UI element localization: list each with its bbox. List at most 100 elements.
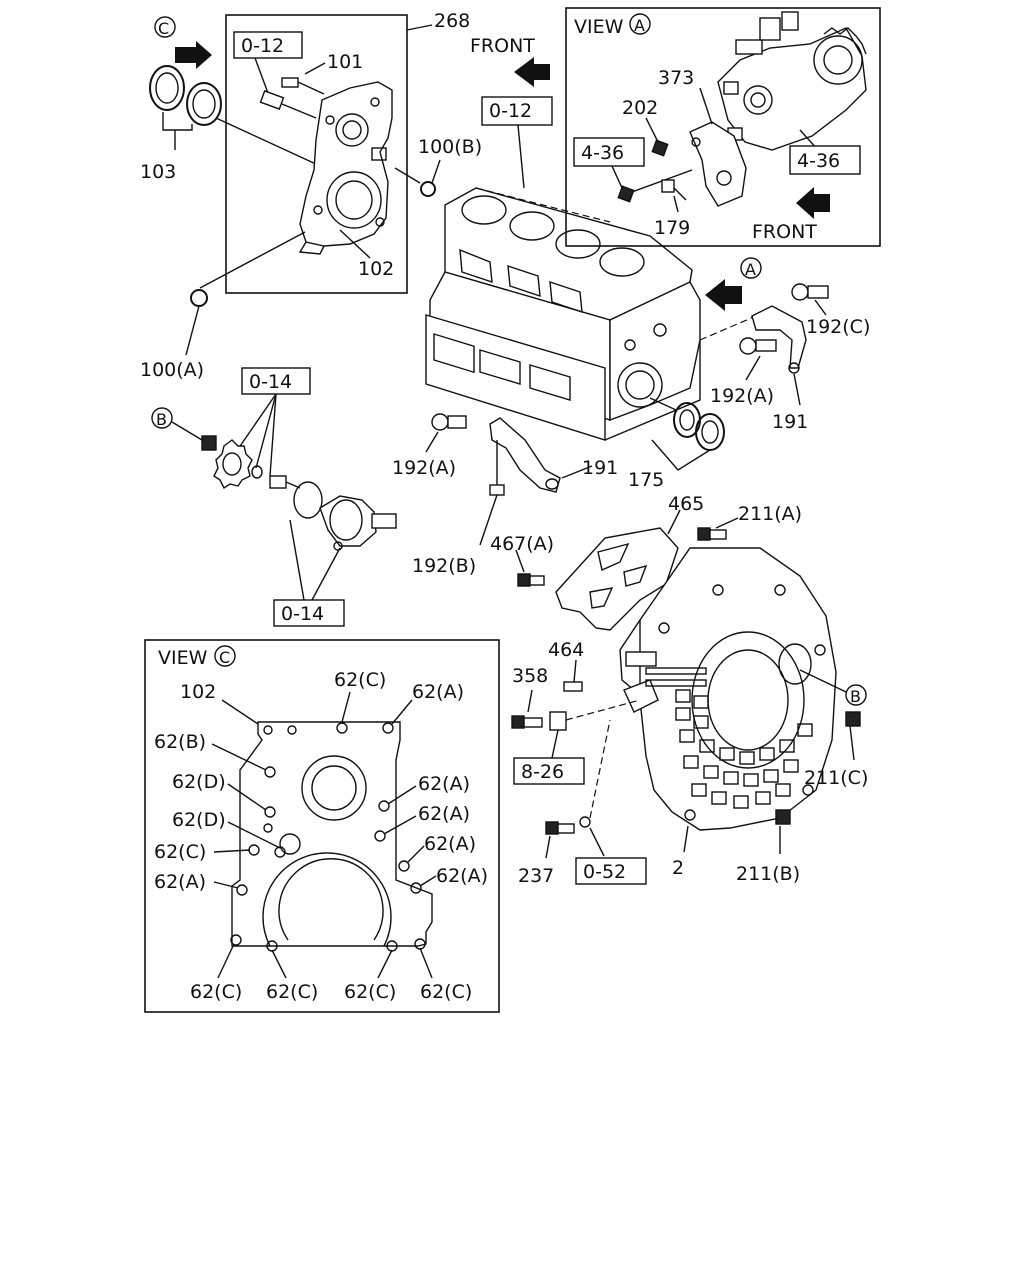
callout-175: 175 [628, 469, 664, 491]
view-callout-62a-top: 62(A) [412, 681, 464, 703]
arrow-view-a [705, 279, 742, 311]
front-cover-plate [299, 81, 393, 247]
callout-101: 101 [327, 51, 363, 73]
callout-373: 373 [658, 67, 694, 89]
label-front-view-a: FRONT [752, 221, 817, 243]
ref-box-0-14-top [241, 367, 311, 395]
callout-358: 358 [512, 665, 548, 687]
marker-b-housing: B [850, 687, 861, 706]
ref-box-0-52 [575, 857, 647, 885]
idler-gear-assembly: 0-14 B 0-14 [151, 367, 397, 627]
gear-shaft [319, 495, 377, 547]
callout-102: 102 [358, 258, 394, 280]
callout-268: 268 [434, 10, 470, 32]
view-callout-62c-b4: 62(C) [420, 981, 472, 1003]
gasket-holes [230, 722, 426, 952]
callout-467a: 467(A) [490, 533, 554, 555]
ref-8-26: 8-26 [521, 761, 564, 783]
ref-box-4-36-right [789, 145, 861, 175]
callout-191-mid: 191 [582, 457, 618, 479]
arrow-front-c [175, 41, 212, 69]
view-callout-62d-1: 62(D) [172, 771, 226, 793]
ref-box-0-12-block [481, 96, 553, 126]
block-rear-face [609, 281, 701, 422]
callout-103: 103 [140, 161, 176, 183]
cylinder-block: 0-12 A 17 [425, 96, 771, 491]
seal-103-outer [149, 65, 185, 111]
marker-c-view: C [219, 648, 230, 667]
view-callout-62a-r4: 62(A) [436, 865, 488, 887]
callout-211c: 211(C) [804, 767, 868, 789]
view-callout-62c-left: 62(C) [154, 841, 206, 863]
housing-ribs [675, 689, 813, 809]
callout-465: 465 [668, 493, 704, 515]
view-callout-62d-2: 62(D) [172, 809, 226, 831]
ref-0-14-bottom: 0-14 [281, 603, 324, 625]
injection-pump [717, 27, 867, 151]
view-c-frame [144, 639, 500, 1013]
front-cover-assembly: 268 C 103 101 0-12 [140, 10, 482, 381]
view-a-frame [565, 7, 881, 247]
marker-c-top: C [158, 19, 169, 38]
view-callout-62c-b3: 62(C) [344, 981, 396, 1003]
view-callout-62a-r2: 62(A) [418, 803, 470, 825]
callout-2: 2 [672, 857, 684, 879]
bracket-191-mid: 192(A) 191 192(B) [392, 413, 618, 577]
callout-179: 179 [654, 217, 690, 239]
callout-192b: 192(B) [412, 555, 476, 577]
callout-211b: 211(B) [736, 863, 800, 885]
callout-100a: 100(A) [140, 359, 204, 381]
rear-plate-465 [555, 527, 679, 631]
view-callout-62b: 62(B) [154, 731, 206, 753]
marker-a-side: A [745, 260, 756, 279]
view-c-inset: VIEW C [144, 639, 500, 1013]
ref-box-0-12-top [233, 31, 303, 59]
seal-175-b [695, 413, 725, 451]
view-callout-62a-left: 62(A) [154, 871, 206, 893]
callout-237: 237 [518, 865, 554, 887]
callout-191-right: 191 [772, 411, 808, 433]
view-callout-62c-b2: 62(C) [266, 981, 318, 1003]
view-callout-102: 102 [180, 681, 216, 703]
pump-bracket-373 [689, 121, 747, 207]
label-view-c: VIEW [158, 647, 208, 669]
oring-100b [420, 181, 436, 197]
view-callout-62a-r1: 62(A) [418, 773, 470, 795]
callout-464: 464 [548, 639, 584, 661]
callout-192c: 192(C) [806, 316, 870, 338]
ref-box-0-14-bottom [273, 599, 345, 627]
marker-a-view: A [634, 16, 645, 35]
ref-box-8-26 [513, 757, 585, 785]
ref-0-14-top: 0-14 [249, 371, 292, 393]
front-cover-outline [231, 721, 433, 947]
callout-211a: 211(A) [738, 503, 802, 525]
front-indicator-top: FRONT [470, 35, 550, 87]
gear-oring [293, 481, 323, 519]
seal-103-inner [186, 82, 222, 126]
callout-192a-mid: 192(A) [392, 457, 456, 479]
ref-0-12-block: 0-12 [489, 100, 532, 122]
bracket-191-right: 192(C) 192(A) 191 [710, 283, 870, 433]
view-callout-62a-r3: 62(A) [424, 833, 476, 855]
washer-0-52 [579, 816, 591, 828]
view-callout-62c-b1: 62(C) [190, 981, 242, 1003]
cover-assembly-frame [225, 14, 408, 294]
callout-192a-right: 192(A) [710, 385, 774, 407]
ref-0-52: 0-52 [583, 861, 626, 883]
arrow-front-view-a [796, 187, 830, 219]
callout-100b: 100(B) [418, 136, 482, 158]
idler-gear [213, 439, 253, 490]
marker-b-gear: B [156, 410, 167, 429]
ref-0-12-top: 0-12 [241, 35, 284, 57]
ref-4-36-left: 4-36 [581, 142, 624, 164]
callout-202: 202 [622, 97, 658, 119]
label-view-a: VIEW [574, 16, 624, 38]
label-front-top: FRONT [470, 35, 535, 57]
view-callout-62c-top: 62(C) [334, 669, 386, 691]
flywheel-housing-assembly: 465 211(A) 467(A) [490, 493, 868, 887]
view-a-inset: VIEW A 4-36 373 202 4-36 [565, 7, 881, 247]
oring-100a [190, 289, 208, 307]
ref-box-4-36-left [573, 137, 645, 167]
ref-4-36-right: 4-36 [797, 150, 840, 172]
